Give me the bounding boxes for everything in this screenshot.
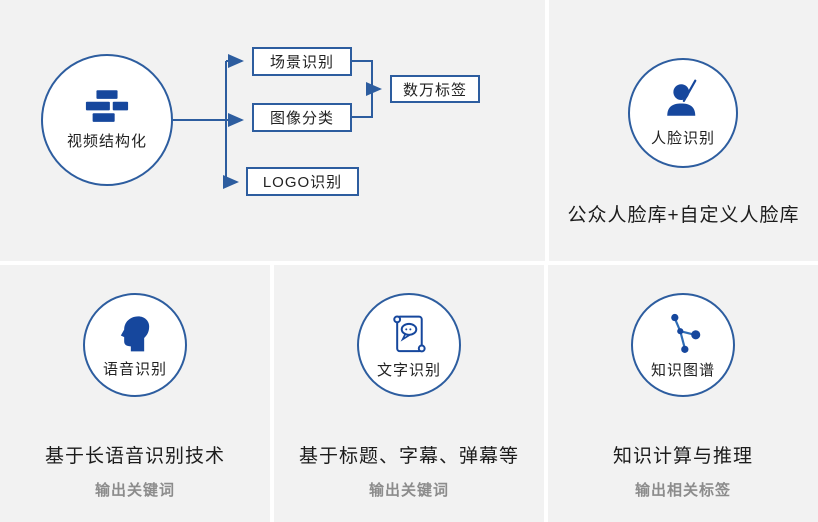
text-recognition-caption: 基于标题、字幕、弹幕等 (298, 446, 519, 467)
flow-box-tags-output: 数万标签 (390, 75, 480, 103)
face-recognition-label: 人脸识别 (650, 130, 715, 147)
panel-face-recognition: 人脸识别 公众人脸库+自定义人脸库 (549, 0, 818, 261)
knowledge-graph-label: 知识图谱 (650, 361, 715, 379)
head-profile-icon (115, 312, 155, 354)
speech-recognition-node: 语音识别 (83, 293, 187, 397)
knowledge-graph-note: 输出相关标签 (634, 482, 731, 499)
face-recognition-caption: 公众人脸库+自定义人脸库 (567, 205, 800, 226)
knowledge-graph-caption: 知识计算与推理 (612, 446, 753, 467)
video-structuring-label: 视频结构化 (66, 132, 147, 150)
person-face-icon (662, 78, 704, 122)
speech-recognition-label: 语音识别 (102, 360, 167, 378)
scroll-speech-bubble-icon (389, 311, 429, 355)
text-recognition-node: 文字识别 (357, 293, 461, 397)
video-structure-bricks-icon (84, 89, 130, 123)
text-recognition-note: 输出关键词 (368, 482, 449, 499)
flow-box-scene-recognition: 场景识别 (252, 47, 352, 76)
speech-recognition-caption: 基于长语音识别技术 (44, 446, 225, 467)
panel-speech-recognition: 语音识别 基于长语音识别技术 输出关键词 (0, 265, 270, 522)
knowledge-graph-node: 知识图谱 (631, 293, 735, 397)
video-structuring-node: 视频结构化 (41, 54, 173, 186)
network-graph-icon (663, 311, 703, 355)
panel-knowledge-graph: 知识图谱 知识计算与推理 输出相关标签 (548, 265, 818, 522)
flow-box-image-classification: 图像分类 (252, 103, 352, 132)
face-recognition-node: 人脸识别 (628, 58, 738, 168)
speech-recognition-note: 输出关键词 (94, 482, 175, 499)
panel-text-recognition: 文字识别 基于标题、字幕、弹幕等 输出关键词 (274, 265, 544, 522)
panel-video-structuring: 视频结构化 场景识别 图像分类 LOGO识别 数万标签 (0, 0, 545, 261)
text-recognition-label: 文字识别 (376, 361, 441, 379)
flow-box-logo-recognition: LOGO识别 (246, 167, 359, 196)
